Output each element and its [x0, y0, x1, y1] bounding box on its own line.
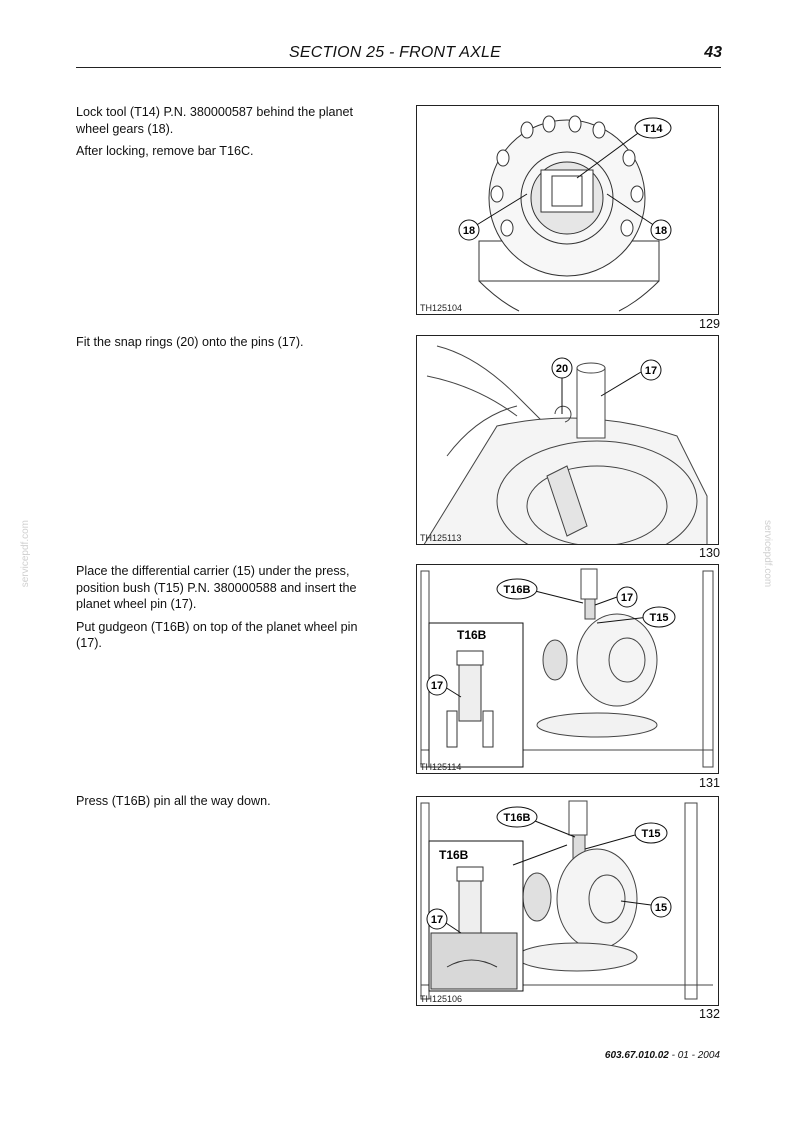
footer-issue: 01	[677, 1050, 689, 1061]
inset-callout-17: 17	[431, 914, 443, 926]
footer-separator: -	[668, 1050, 678, 1061]
watermark-left: servicepdf.com	[20, 520, 31, 588]
watermark-right: servicepdf.com	[762, 520, 773, 588]
footer-year: 2004	[697, 1050, 720, 1061]
figure-132: T16B 17 T16B T15 15 TH125106	[416, 796, 719, 1006]
section-title: SECTION 25 - FRONT AXLE	[288, 44, 502, 61]
header-rule	[76, 67, 721, 68]
step-1-paragraph-1: Lock tool (T14) P.N. 380000587 behind th…	[76, 105, 354, 136]
figure-129: T14 18 18 TH125104	[416, 105, 719, 315]
figure-130: 20 17 TH125113	[416, 335, 719, 545]
figure-130-illustration: 20 17	[423, 345, 708, 544]
callout-17: 17	[645, 365, 657, 377]
figure-number-131: 131	[698, 776, 720, 790]
callout-t14: T14	[644, 123, 664, 135]
callout-20: 20	[556, 363, 568, 375]
step-4-text: Press (T16B) pin all the way down.	[76, 793, 381, 816]
figure-129-illustration: T14 18 18	[458, 115, 672, 312]
callout-t16b: T16B	[504, 812, 531, 824]
step-1-paragraph-2: After locking, remove bar T16C.	[76, 144, 254, 158]
callout-t16b: T16B	[504, 584, 531, 596]
step-2-paragraph-1: Fit the snap rings (20) onto the pins (1…	[76, 335, 304, 349]
callout-18-right: 18	[655, 225, 667, 237]
figure-131: T16B 17 T16B 17 T15 TH125114	[416, 564, 719, 774]
figure-code: TH125113	[420, 533, 462, 543]
footer-doc-code: 603.67.010.02	[604, 1050, 669, 1061]
figure-131-illustration: T16B 17 T16B 17 T15	[420, 568, 714, 768]
page-number: 43	[704, 44, 722, 61]
figure-number-130: 130	[698, 546, 720, 560]
figure-132-illustration: T16B 17 T16B T15 15	[420, 800, 713, 1000]
callout-t15: T15	[642, 828, 661, 840]
callout-15: 15	[655, 902, 667, 914]
figure-code: TH125104	[420, 303, 463, 313]
callout-18-left: 18	[463, 225, 475, 237]
step-2-text: Fit the snap rings (20) onto the pins (1…	[76, 334, 381, 357]
step-3-text: Place the differential carrier (15) unde…	[76, 563, 381, 658]
step-4-paragraph-1: Press (T16B) pin all the way down.	[76, 794, 271, 808]
step-3-paragraph-2: Put gudgeon (T16B) on top of the planet …	[76, 619, 358, 651]
footer-separator: -	[688, 1050, 698, 1061]
inset-label: T16B	[439, 848, 469, 862]
figure-code: TH125114	[420, 762, 462, 772]
figure-number-132: 132	[698, 1007, 720, 1021]
figure-code: TH125106	[420, 994, 463, 1004]
figure-number-129: 129	[698, 317, 720, 331]
footer-doc-ref: 603.67.010.02 - 01 - 2004	[520, 1050, 720, 1061]
inset-callout-17: 17	[431, 680, 443, 692]
callout-17: 17	[621, 592, 633, 604]
callout-t15: T15	[650, 612, 669, 624]
inset-label: T16B	[457, 628, 487, 642]
step-3-paragraph-1: Place the differential carrier (15) unde…	[76, 564, 357, 611]
step-1-text: Lock tool (T14) P.N. 380000587 behind th…	[76, 104, 381, 166]
